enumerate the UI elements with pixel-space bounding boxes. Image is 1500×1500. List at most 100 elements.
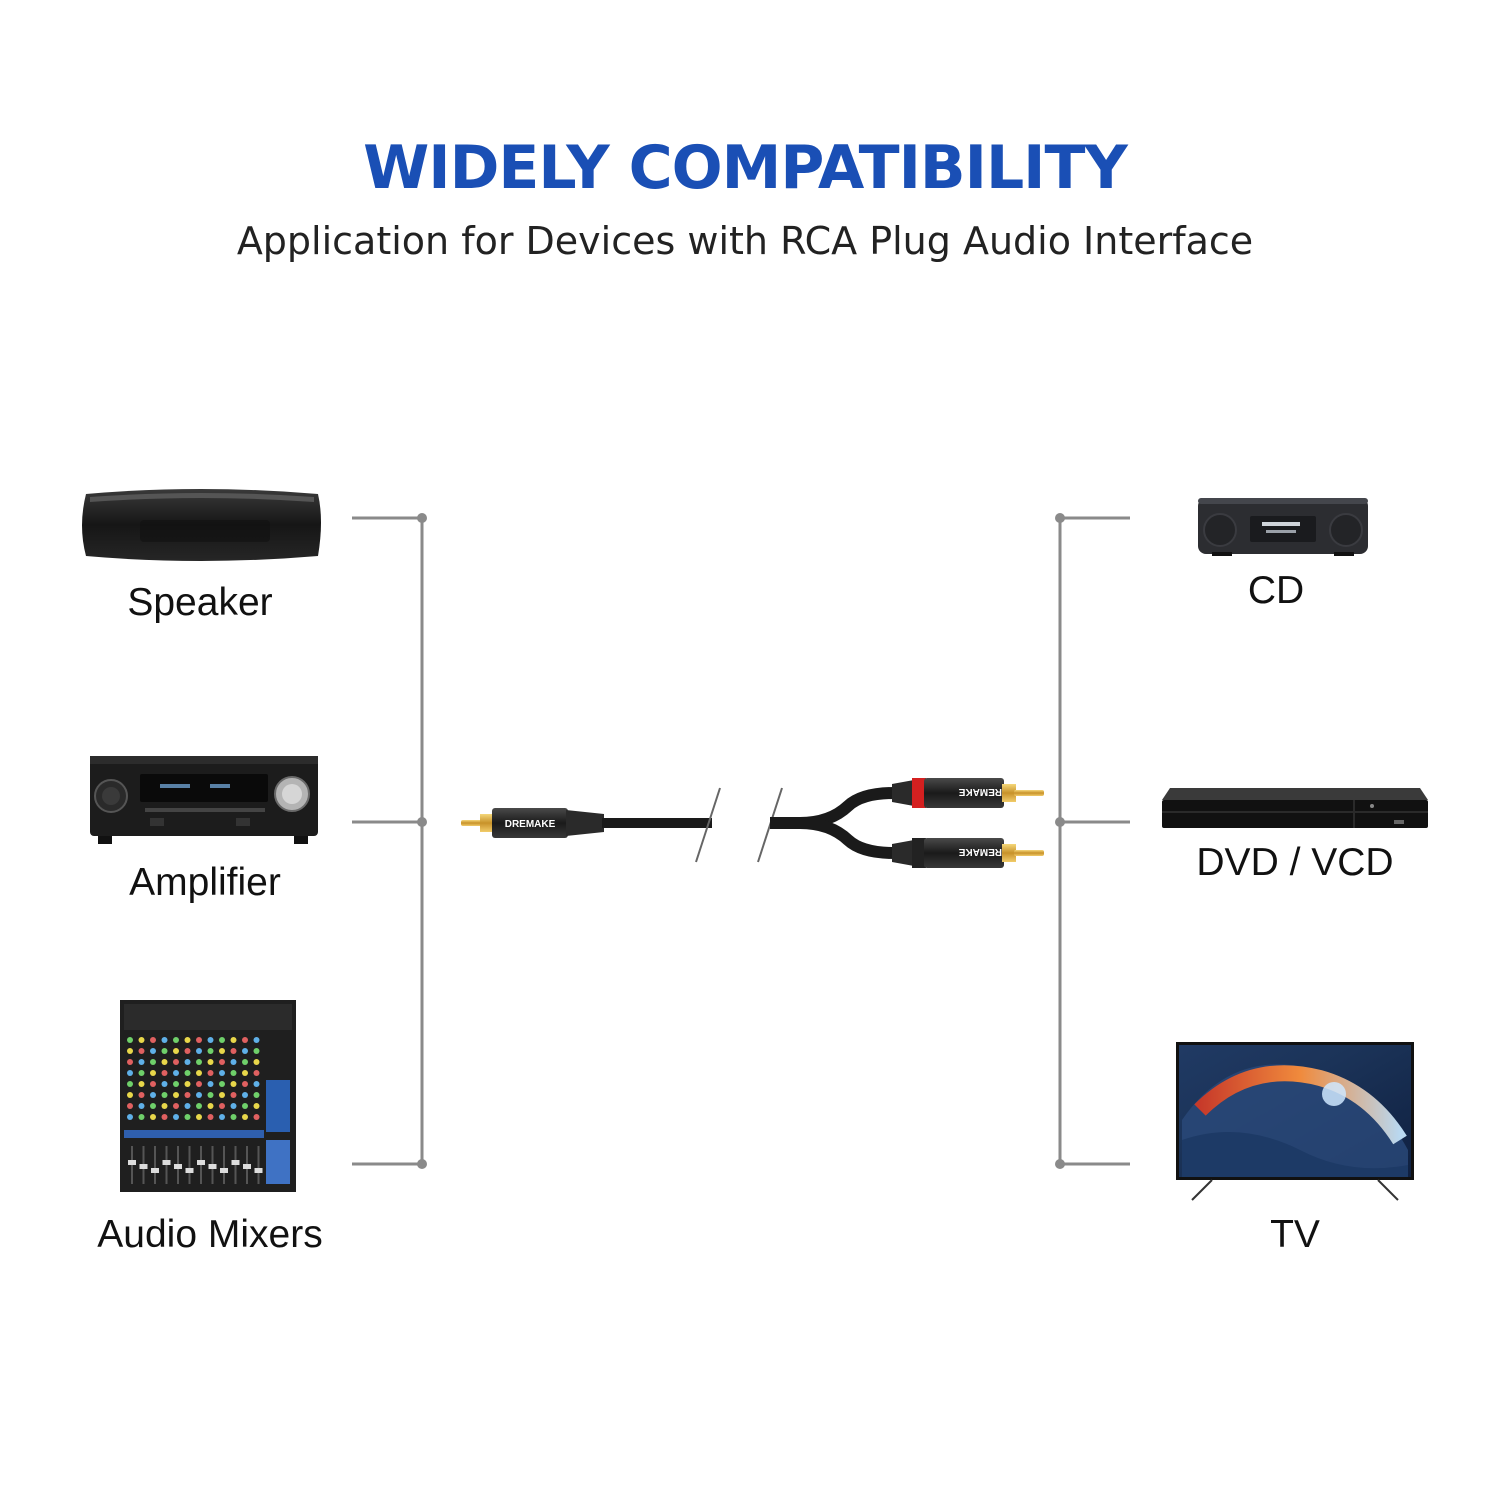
amplifier-icon (90, 756, 318, 844)
mixer-knob (196, 1081, 202, 1087)
mixer-knob (207, 1103, 214, 1109)
mixer-knob (173, 1081, 179, 1087)
mixer-knob (196, 1103, 202, 1109)
mixer-knob (207, 1059, 214, 1065)
mixer-fader-handle (162, 1160, 171, 1165)
mixer-knob (127, 1092, 133, 1098)
mixer-knob (219, 1092, 225, 1098)
mixer-knob (184, 1048, 191, 1054)
speaker-icon (82, 489, 321, 561)
single-rca-plug: DREMAKE (461, 808, 604, 838)
mixer-knob (161, 1070, 168, 1076)
mixer-knob (253, 1081, 260, 1087)
mixer-knob (173, 1070, 179, 1076)
mixer-knob (219, 1037, 225, 1043)
mixer-knob (196, 1037, 202, 1043)
mixer-knob (219, 1070, 225, 1076)
audio-mixer-icon (120, 1000, 296, 1192)
mixer-knob (127, 1070, 133, 1076)
mixer-knob (219, 1048, 225, 1054)
single-plug-brand: DREMAKE (505, 819, 556, 830)
mixer-fader-handle (208, 1164, 217, 1169)
mixer-knob (184, 1059, 191, 1065)
mixer-knob (207, 1070, 214, 1076)
mixer-knob (253, 1048, 260, 1054)
mixer-knob (161, 1048, 168, 1054)
mixer-knob (219, 1114, 225, 1120)
mixer-knob (127, 1081, 133, 1087)
mixer-knob (138, 1048, 145, 1054)
mixer-knob (253, 1103, 260, 1109)
mixer-knob (242, 1114, 248, 1120)
mixer-knob (173, 1103, 179, 1109)
mixer-knob (253, 1070, 260, 1076)
mixer-fader-handle (231, 1160, 240, 1165)
mixer-knob (219, 1059, 225, 1065)
mixer-knob (196, 1048, 202, 1054)
mixer-knob (184, 1070, 191, 1076)
mixer-knob (196, 1092, 202, 1098)
mixer-knob (207, 1092, 214, 1098)
device-label-amplifier: Amplifier (129, 861, 281, 904)
mixer-knob (173, 1059, 179, 1065)
mixer-faders (128, 1146, 263, 1184)
mixer-knob (127, 1048, 133, 1054)
mixer-knob (138, 1103, 145, 1109)
mixer-knob (242, 1092, 248, 1098)
mixer-knob (207, 1114, 214, 1120)
mixer-knob (127, 1103, 133, 1109)
mixer-fader-handle (185, 1168, 194, 1173)
mixer-fader-track (188, 1146, 191, 1184)
mixer-knob (127, 1037, 133, 1043)
mixer-knobs (127, 1037, 260, 1120)
mixer-knob (161, 1103, 168, 1109)
mixer-fader-handle (128, 1160, 136, 1165)
mixer-knob (253, 1092, 260, 1098)
mixer-knob (242, 1070, 248, 1076)
device-label-audio-mixers: Audio Mixers (97, 1213, 323, 1256)
left-bracket-dots (417, 513, 427, 1169)
mixer-fader-track (257, 1146, 260, 1184)
mixer-knob (184, 1081, 191, 1087)
right-connector-bracket (1058, 516, 1130, 1166)
mixer-knob (138, 1070, 145, 1076)
device-label-tv: TV (1270, 1213, 1320, 1256)
mixer-knob (138, 1081, 145, 1087)
mixer-knob (253, 1037, 260, 1043)
mixer-knob (196, 1114, 202, 1120)
mixer-knob (127, 1059, 133, 1065)
mixer-knob (230, 1070, 237, 1076)
mixer-knob (207, 1048, 214, 1054)
mixer-knob (242, 1037, 248, 1043)
mixer-knob (230, 1092, 237, 1098)
mixer-fader-handle (220, 1168, 228, 1173)
mixer-knob (138, 1059, 145, 1065)
mixer-knob (253, 1114, 260, 1120)
mixer-knob (196, 1059, 202, 1065)
mixer-knob (242, 1048, 248, 1054)
mixer-knob (230, 1114, 237, 1120)
mixer-knob (219, 1103, 225, 1109)
mixer-knob (127, 1114, 133, 1120)
mixer-knob (184, 1092, 191, 1098)
mixer-knob (150, 1048, 156, 1054)
mixer-knob (230, 1059, 237, 1065)
mixer-fader-handle (174, 1164, 182, 1169)
mixer-knob (150, 1059, 156, 1065)
mixer-fader-track (154, 1146, 156, 1184)
rca-cable-icon: DREMAKE DREMAKE DREMAKE (461, 778, 1044, 868)
mixer-knob (219, 1081, 225, 1087)
mixer-fader-handle (197, 1160, 205, 1165)
mixer-knob (150, 1070, 156, 1076)
mixer-knob (161, 1114, 168, 1120)
mixer-knob (138, 1114, 145, 1120)
mixer-knob (196, 1070, 202, 1076)
dvd-player-icon (1162, 788, 1428, 828)
mixer-knob (161, 1059, 168, 1065)
red-plug-brand: DREMAKE (958, 786, 1009, 797)
right-bracket-dots (1055, 513, 1065, 1169)
mixer-knob (230, 1081, 237, 1087)
mixer-knob (173, 1092, 179, 1098)
mixer-knob (230, 1048, 237, 1054)
rca-plug-black: DREMAKE (892, 838, 1044, 868)
